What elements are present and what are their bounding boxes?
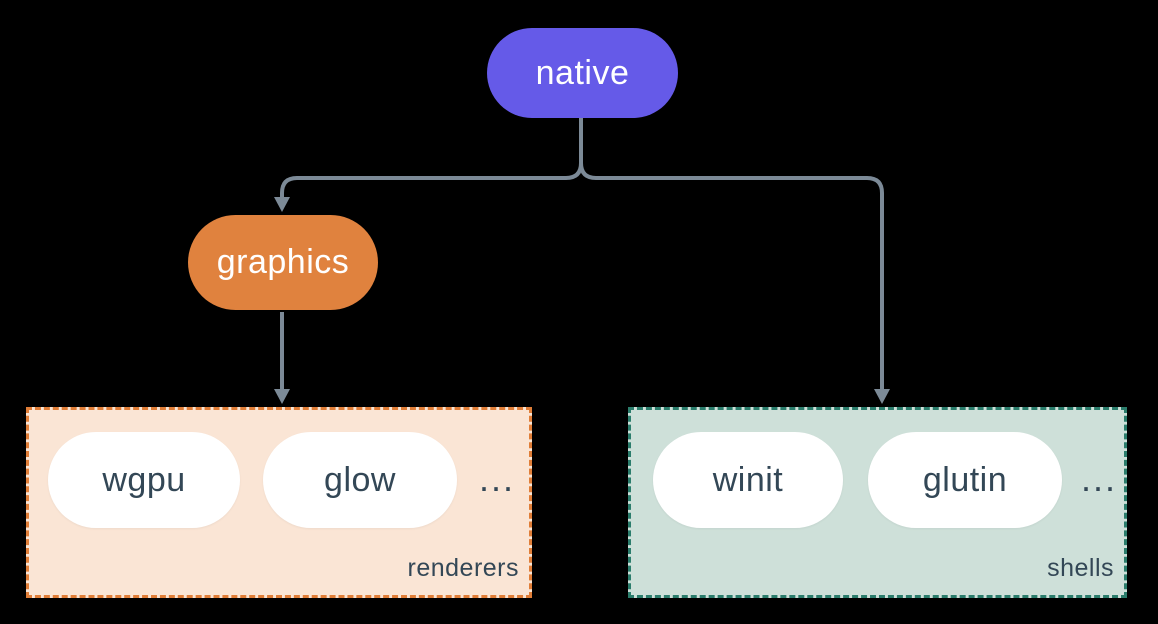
node-glutin: glutin [868, 432, 1062, 528]
node-graphics: graphics [188, 215, 378, 310]
node-glow-label: glow [324, 460, 396, 499]
node-wgpu: wgpu [48, 432, 240, 528]
edge-native-to-graphics [280, 118, 583, 198]
node-winit: winit [653, 432, 843, 528]
node-glow: glow [263, 432, 457, 528]
group-shells: winit glutin ... shells [628, 407, 1127, 598]
arrowhead-renderers [274, 389, 290, 404]
node-winit-label: winit [712, 460, 784, 499]
group-renderers-label: renderers [407, 554, 519, 582]
ellipsis-more-shells: ... [1081, 458, 1118, 499]
node-glutin-label: glutin [922, 460, 1008, 499]
node-graphics-label: graphics [216, 243, 350, 281]
arrowhead-shells [874, 389, 890, 404]
node-native-label: native [535, 53, 630, 92]
edge-native-to-shells [579, 118, 884, 390]
arrowhead-graphics [274, 197, 290, 212]
ellipsis-more-renderers: ... [479, 458, 516, 499]
node-wgpu-label: wgpu [102, 460, 186, 499]
group-shells-label: shells [1047, 554, 1114, 582]
group-renderers: wgpu glow ... renderers [26, 407, 532, 598]
node-native: native [487, 28, 678, 118]
